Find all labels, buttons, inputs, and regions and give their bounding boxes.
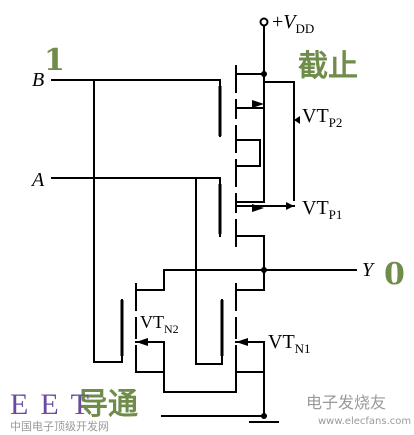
elecfans-url: www.elecfans.com <box>318 416 411 427</box>
cutoff-annotation: 截止 <box>298 49 358 84</box>
conduct-annotation: 导通 <box>78 387 138 422</box>
arrows <box>136 71 300 419</box>
eet-subtitle: 中国电子顶级开发网 <box>10 419 109 433</box>
junction-vdd <box>261 71 267 77</box>
vdd-label: +VDD <box>272 11 314 36</box>
vtn1-arrow <box>236 338 248 346</box>
output-y-label: Y <box>362 259 375 281</box>
vtp2-label: VTP2 <box>302 105 342 130</box>
elecfans-logo: 电子发烧友 <box>306 393 386 412</box>
gate-plates <box>120 86 224 356</box>
junction-gnd <box>261 413 267 419</box>
vtp2-arrow <box>252 100 264 108</box>
vtn2-arrow <box>136 338 148 346</box>
input-b-label: B <box>32 69 44 91</box>
junction-y <box>261 267 267 273</box>
vtp1-pointer <box>286 202 294 210</box>
vtn2-label: VTN2 <box>140 312 179 336</box>
eet-logo: EET <box>10 388 101 421</box>
input-a-label: A <box>30 169 45 191</box>
b-state-annotation: 1 <box>44 43 65 78</box>
vtp1-label: VTP1 <box>302 197 342 222</box>
vdd-terminal <box>259 17 269 27</box>
vtn1-label: VTN1 <box>268 331 311 356</box>
y-state-annotation: 0 <box>384 257 405 292</box>
vtp1-arrow <box>252 204 264 212</box>
